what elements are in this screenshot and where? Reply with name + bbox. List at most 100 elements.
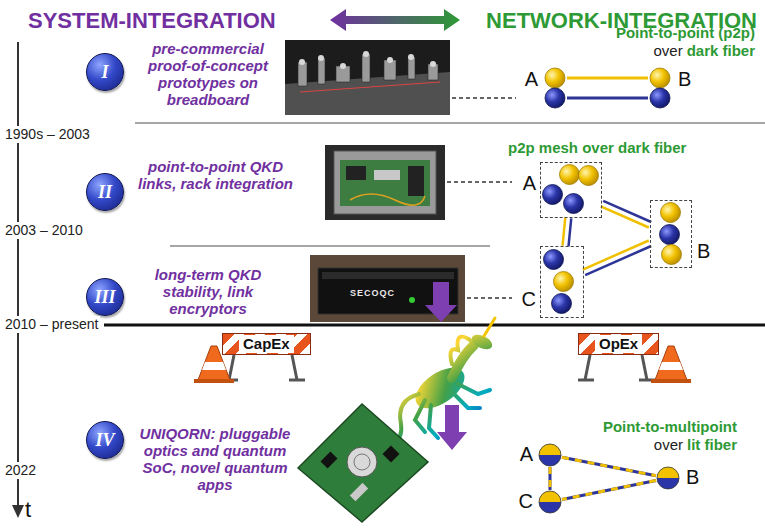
qkd-ball	[554, 272, 574, 292]
breadboard-photo-part-part	[408, 57, 415, 79]
node-group: A	[540, 162, 602, 218]
integration-arrow	[330, 9, 460, 31]
barrier-label: CapEx	[239, 335, 294, 353]
breadboard-photo	[285, 40, 450, 115]
pluggable-qkd-board-part	[298, 404, 428, 522]
caption-line: Point-to-multipoint	[603, 418, 737, 436]
opex-barrier-stand-part	[578, 355, 655, 380]
qkd-station: A	[538, 443, 562, 467]
station-graphic	[651, 201, 693, 269]
fiber-link	[567, 78, 648, 98]
rack-photo	[325, 145, 445, 220]
qkd-station: C	[538, 490, 562, 514]
topology-caption: p2p mesh over dark fiber	[508, 139, 686, 156]
unicorn-figure-part	[484, 318, 495, 336]
capex-barrier-stand-part-part	[289, 379, 305, 382]
qkd-ball-half	[657, 478, 679, 489]
era-badge: I	[86, 53, 124, 91]
qkd-ball	[660, 225, 680, 245]
rack-photo-part	[325, 145, 445, 220]
era-separator-part	[170, 245, 490, 247]
qkd-ball	[650, 68, 670, 88]
link-encryptor-photo-part	[409, 297, 415, 303]
pluggable-qkd-board-part	[354, 454, 370, 470]
node-letter: C	[522, 288, 536, 311]
fiber-link	[562, 480, 656, 499]
fiber-line	[562, 457, 656, 475]
breadboard-photo-part-part	[318, 55, 324, 61]
breadboard-photo-part-part	[299, 59, 305, 65]
rack-photo-part	[350, 194, 425, 205]
rack-photo-part	[346, 166, 366, 180]
leader-line	[447, 98, 516, 298]
breadboard-photo-part-part	[430, 61, 436, 67]
opex-barrier-stand-part-part	[585, 355, 590, 380]
unicorn-figure-part	[450, 337, 470, 364]
qkd-ball	[544, 250, 564, 270]
breadboard-photo-part	[300, 82, 440, 92]
node-letter: A	[523, 172, 536, 195]
node-letter: A	[520, 443, 533, 466]
qkd-ball-half	[539, 491, 561, 502]
qkd-ball-rim	[657, 467, 679, 489]
fiber-link	[601, 201, 651, 228]
fiber-line	[562, 480, 656, 499]
unicorn-figure-part-part	[458, 384, 490, 394]
node-letter: A	[525, 68, 538, 91]
leader-line-part	[467, 297, 512, 298]
progress-arrow-part	[437, 405, 467, 450]
breadboard-photo-part-part	[387, 57, 393, 63]
era-badge: III	[86, 278, 124, 316]
fiber-link	[550, 467, 551, 490]
link-encryptor-photo	[310, 255, 465, 322]
qkd-station: B	[656, 466, 680, 490]
fiber-line	[569, 218, 572, 246]
era-description: point-to-point QKD links, rack integrati…	[133, 158, 298, 192]
topology-caption: over	[653, 42, 682, 59]
year-range: 2010 – present	[3, 316, 100, 333]
rack-photo-part	[408, 166, 424, 196]
fiber-line	[585, 246, 651, 275]
qkd-ball	[662, 245, 682, 265]
fiber-line	[562, 480, 656, 499]
year-range: 2003 – 2010	[3, 222, 85, 239]
pluggable-qkd-board	[298, 404, 428, 522]
timeline-axis-part	[12, 505, 24, 518]
node-group: C	[540, 246, 584, 318]
integration-arrow-part	[330, 9, 460, 31]
pluggable-qkd-board-part	[347, 447, 377, 477]
station-graphic	[541, 163, 603, 219]
era-badge: IV	[86, 421, 124, 459]
opex-barrier-stand-part	[659, 362, 683, 370]
node-letter: B	[686, 466, 699, 489]
timeline-axis-part	[17, 42, 19, 508]
era-description: UNIQORN: pluggable optics and quantum So…	[135, 425, 295, 493]
node-letter: B	[697, 240, 710, 263]
station-graphic	[541, 247, 585, 319]
era-description: pre-commercial proof-of-concept prototyp…	[133, 40, 283, 108]
station-graphic	[538, 443, 562, 467]
breadboard-photo-part-part	[340, 63, 346, 69]
barrier-label: OpEx	[595, 335, 642, 353]
era-separator-part	[135, 122, 765, 124]
qkd-ball-half	[539, 444, 561, 455]
fiber-link	[562, 457, 656, 475]
breadboard-photo-part-part	[363, 51, 369, 57]
link-encryptor-photo-part	[322, 272, 454, 279]
capex-barrier-stand-part	[222, 355, 305, 380]
year-range: 1990s – 2003	[3, 126, 92, 143]
qkd-ball	[545, 68, 565, 88]
topology-caption-group: Point-to-multipointoverlit fiber	[603, 418, 737, 454]
unicorn-figure-part	[469, 332, 494, 352]
fiber-line	[603, 201, 651, 222]
qkd-ball-half	[539, 502, 561, 513]
opex-barrier-stand-part	[655, 346, 687, 380]
fiber-line	[562, 457, 656, 475]
qkd-ball-half	[539, 455, 561, 466]
era-numeral: IV	[95, 430, 114, 451]
barrier-sign: CapEx	[222, 333, 311, 355]
fiber-link	[563, 218, 572, 247]
progress-arrow-part	[425, 282, 457, 322]
fiber-line	[583, 241, 649, 270]
leader-line-part	[452, 97, 516, 98]
